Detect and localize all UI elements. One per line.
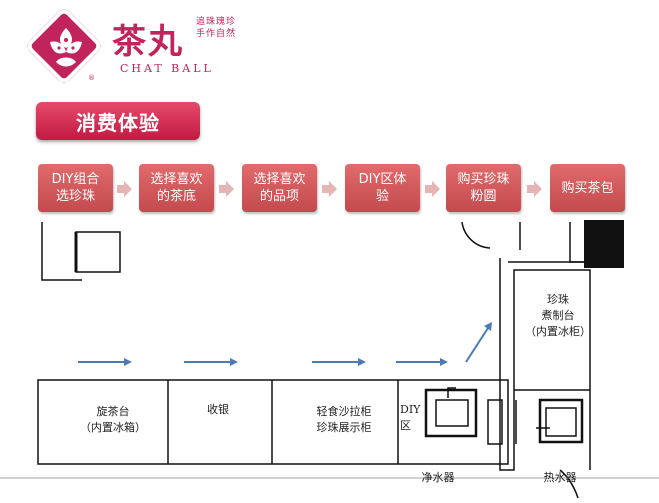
top-right-equipment	[584, 220, 624, 268]
brand-name-en: CHAT BALL	[120, 62, 214, 75]
station-cashier: 收银	[207, 403, 229, 416]
station-pearl-cooking: 珍珠 煮制台 （内置冰柜）	[525, 293, 591, 338]
registered-mark: ®	[88, 74, 95, 82]
station-diy-area: DIY 区	[400, 403, 421, 432]
brand-header: ® 茶丸 CHAT BALL 追珠瑰珍 手作自然	[24, 6, 268, 86]
brand-name-cn: 茶丸	[112, 22, 184, 62]
pearl-cooking-station	[499, 258, 591, 471]
brand-slogan: 追珠瑰珍 手作自然	[196, 17, 237, 39]
service-counter	[37, 379, 509, 465]
wall-outline	[41, 222, 82, 281]
flow-step-buy-tea-bags: 购买茶包	[550, 164, 625, 212]
label-water-heater: 热水器	[543, 471, 577, 484]
flow-step-diy-experience: DIY区体 验	[345, 164, 420, 212]
station-tea-counter: 旋茶台 （内置冰箱）	[80, 405, 146, 434]
process-flow: DIY组合 选珍珠 选择喜欢 的茶底 选择喜欢 的品项 DIY区体 验 购买珍珠…	[0, 0, 659, 220]
upper-left-fixture	[75, 231, 121, 273]
water-heater	[538, 398, 584, 444]
section-title: 消费体验	[36, 102, 200, 140]
flow-step-choose-item: 选择喜欢 的品项	[242, 164, 317, 212]
water-purifier	[487, 399, 503, 445]
flow-arrow-icon	[219, 181, 234, 197]
flow-arrow-icon	[425, 181, 440, 197]
station-salad-pearl-cabinet: 轻食沙拉柜 珍珠展示柜	[316, 405, 372, 434]
flow-arrow-icon	[117, 181, 132, 197]
flow-step-buy-pearl-balls: 购买珍珠 粉圆	[446, 164, 521, 212]
diy-sink	[424, 388, 478, 438]
door-swing	[461, 221, 491, 249]
flow-step-choose-pearls: DIY组合 选珍珠	[38, 164, 113, 212]
tea-leaf-logo-icon	[50, 28, 82, 67]
label-water-purifier: 净水器	[421, 471, 455, 484]
flow-step-choose-tea-base: 选择喜欢 的茶底	[139, 164, 214, 212]
flow-arrow-icon	[527, 181, 542, 197]
flow-arrow-icon	[322, 181, 337, 197]
